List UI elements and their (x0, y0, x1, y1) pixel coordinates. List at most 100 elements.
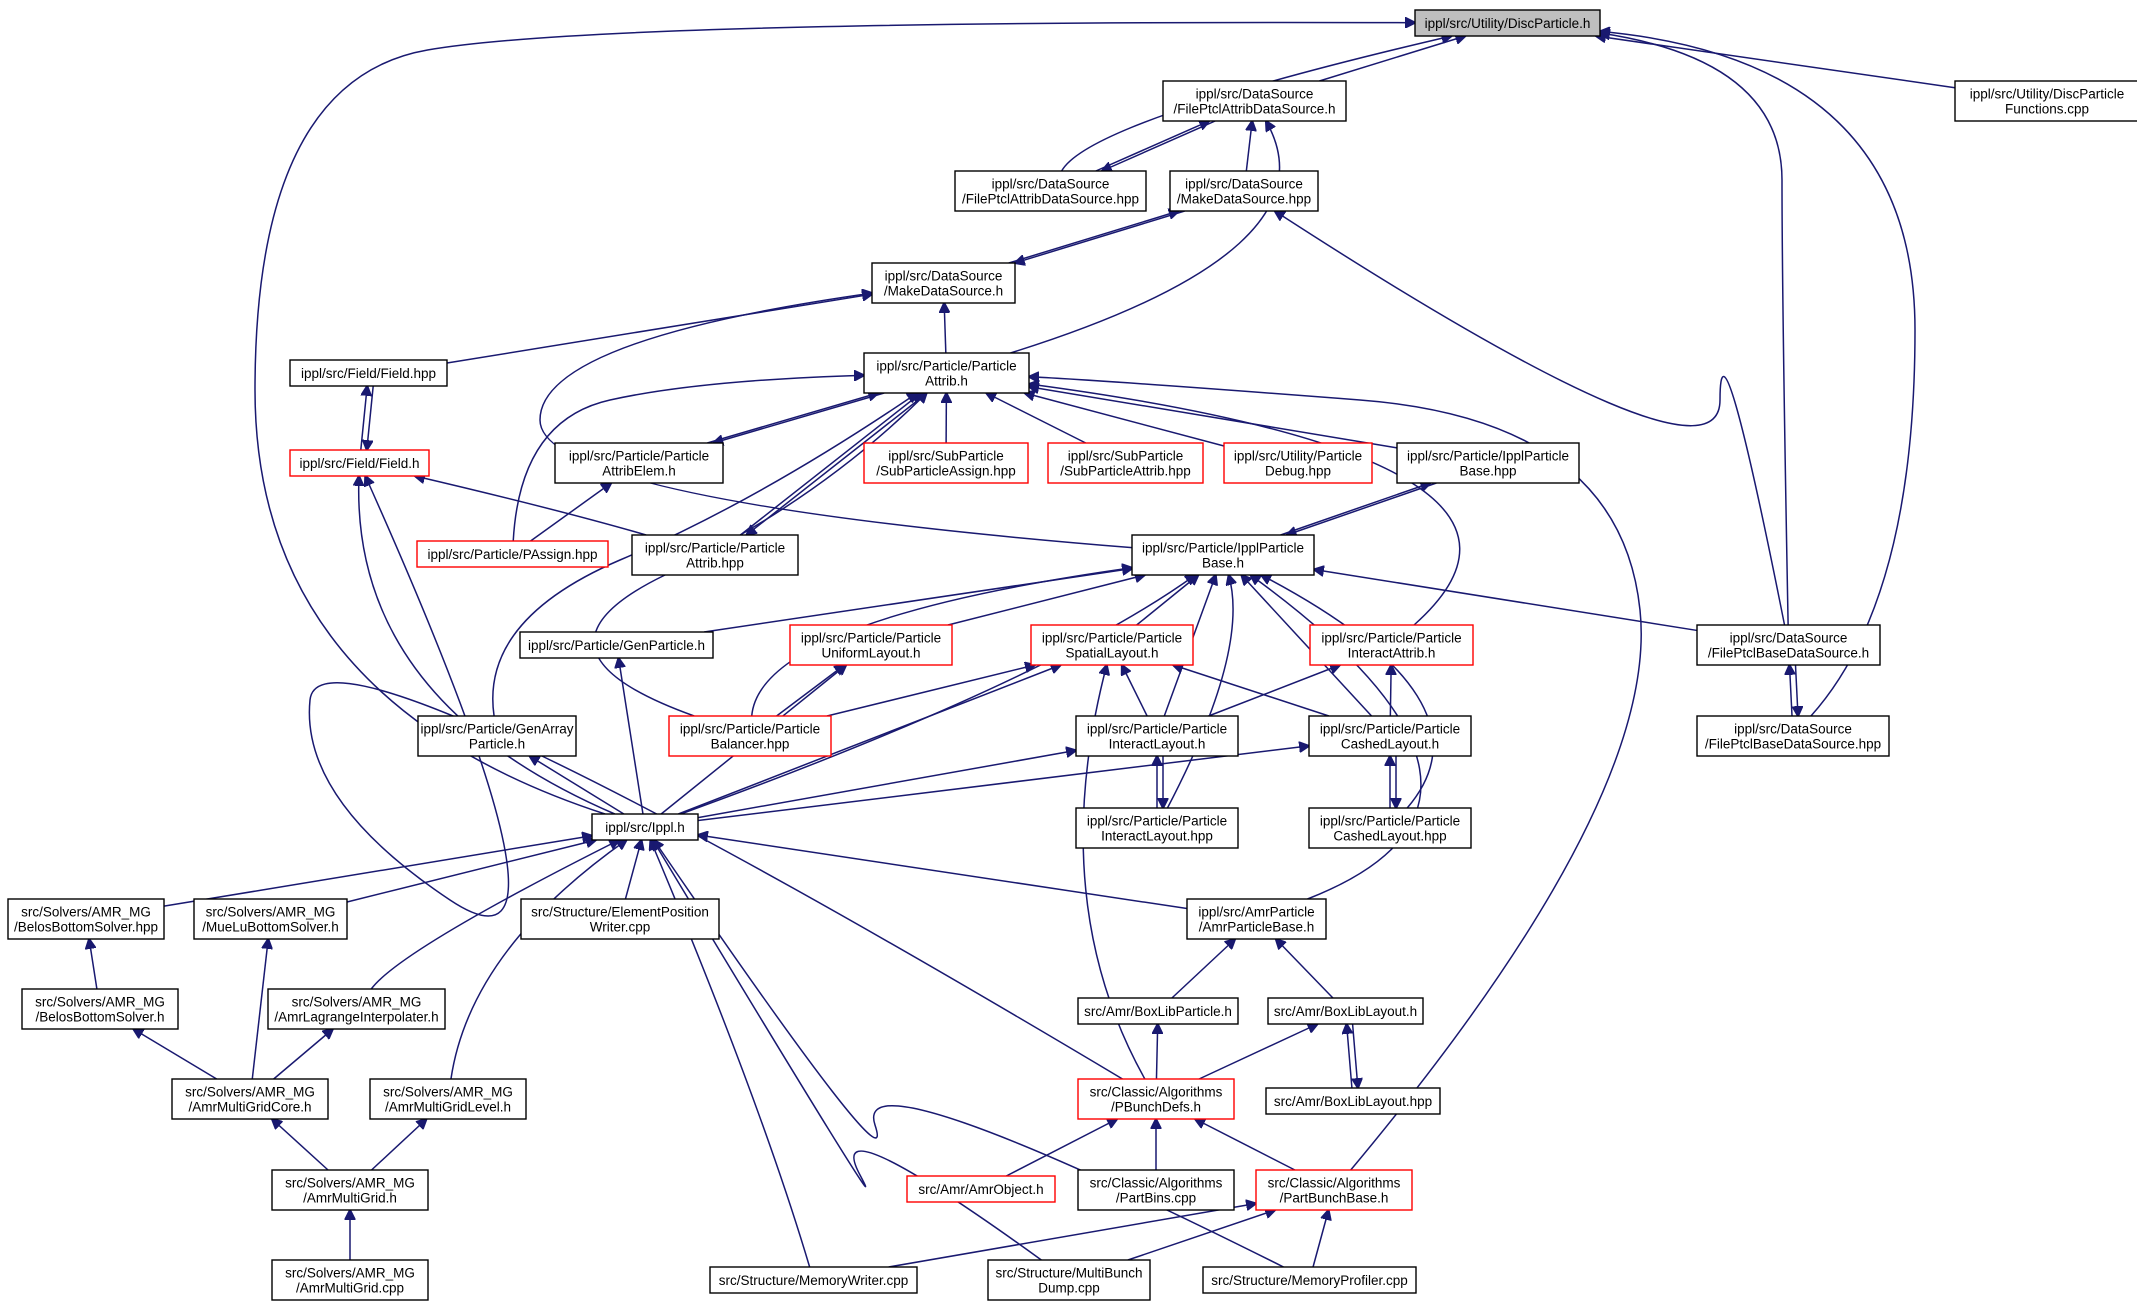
node-fpadsh[interactable]: ippl/src/DataSource/FilePtclAttribDataSo… (1162, 80, 1347, 122)
node-label: Base.hpp (1459, 464, 1516, 479)
node-boxliblh[interactable]: src/Amr/BoxLibLayout.h (1267, 997, 1424, 1025)
node-interlayouth[interactable]: ippl/src/Particle/ParticleInteractLayout… (1075, 715, 1239, 757)
edge-pattribelem-to-pattribh (707, 393, 878, 444)
node-box (863, 442, 1029, 484)
node-amrmgcore[interactable]: src/Solvers/AMR_MG/AmrMultiGridCore.h (171, 1078, 329, 1120)
node-fpbdsh[interactable]: ippl/src/DataSource/FilePtclBaseDataSour… (1696, 624, 1881, 666)
edge-partbunchbase-to-pbunchdefs (1195, 1119, 1296, 1171)
node-interattrib[interactable]: ippl/src/Particle/ParticleInteractAttrib… (1309, 624, 1474, 666)
node-box (271, 1169, 429, 1211)
node-label: ippl/src/Field/Field.hpp (301, 366, 436, 381)
node-pbunchdefs[interactable]: src/Classic/Algorithms/PBunchDefs.h (1077, 1078, 1235, 1120)
node-partbins[interactable]: src/Classic/Algorithms/PartBins.cpp (1077, 1169, 1235, 1211)
node-genparticle[interactable]: ippl/src/Particle/GenParticle.h (519, 631, 714, 659)
node-label: ippl/src/SubParticle (888, 449, 1004, 464)
node-muelu[interactable]: src/Solvers/AMR_MG/MueLuBottomSolver.h (193, 898, 348, 940)
node-box (1396, 442, 1580, 484)
edge-muelu-to-ippl (346, 840, 596, 903)
node-dpfunc[interactable]: ippl/src/Utility/DiscParticleFunctions.c… (1954, 80, 2137, 122)
node-label: src/Solvers/AMR_MG (21, 905, 151, 920)
node-ippl[interactable]: ippl/src/Ippl.h (591, 813, 699, 841)
node-label: AttribElem.h (602, 464, 676, 479)
edge-fpbdsh-to-disc (1600, 33, 1789, 626)
edge-ippl-to-genparticle (619, 658, 644, 815)
node-cachedhpp[interactable]: ippl/src/Particle/ParticleCashedLayout.h… (1308, 807, 1472, 849)
node-amrpbase[interactable]: ippl/src/AmrParticle/AmrParticleBase.h (1186, 898, 1327, 940)
node-label: ippl/src/Utility/Particle (1234, 449, 1362, 464)
node-label: Writer.cpp (590, 920, 651, 935)
node-box (271, 1259, 429, 1301)
node-box (1047, 442, 1204, 484)
node-mdshpp[interactable]: ippl/src/DataSource/MakeDataSource.hpp (1169, 170, 1319, 212)
node-amrmgcpp[interactable]: src/Solvers/AMR_MG/AmrMultiGrid.cpp (271, 1259, 429, 1301)
node-boxliblhpp[interactable]: src/Amr/BoxLibLayout.hpp (1265, 1087, 1441, 1115)
node-label: Balancer.hpp (711, 737, 790, 752)
node-fieldh[interactable]: ippl/src/Field/Field.h (289, 449, 430, 477)
node-pattribh[interactable]: ippl/src/Particle/ParticleAttrib.h (863, 352, 1030, 394)
node-uniform[interactable]: ippl/src/Particle/ParticleUniformLayout.… (789, 624, 953, 666)
edge-interlayouthpp-to-ipplbaseh (1166, 575, 1233, 809)
node-label: InteractAttrib.h (1348, 646, 1436, 661)
edge-pbunchdefs-to-boxlibp (1156, 1024, 1157, 1080)
node-label: /MakeDataSource.hpp (1177, 192, 1311, 207)
edge-ippl-to-disc (254, 22, 1415, 815)
node-amrmgh[interactable]: src/Solvers/AMR_MG/AmrMultiGrid.h (271, 1169, 429, 1211)
node-interlayouthpp[interactable]: ippl/src/Particle/ParticleInteractLayout… (1075, 807, 1239, 849)
node-label: ippl/src/Particle/GenParticle.h (528, 638, 705, 653)
node-belosbshpp[interactable]: src/Solvers/AMR_MG/BelosBottomSolver.hpp (7, 898, 165, 940)
edge-fpadsh-to-disc (1319, 36, 1465, 82)
node-label: src/Structure/MemoryProfiler.cpp (1211, 1273, 1408, 1288)
node-belosbsh[interactable]: src/Solvers/AMR_MG/BelosBottomSolver.h (21, 988, 179, 1030)
node-boxlibp[interactable]: src/Amr/BoxLibParticle.h (1077, 997, 1239, 1025)
node-amrlagr[interactable]: src/Solvers/AMR_MG/AmrLagrangeInterpolat… (267, 988, 446, 1030)
node-label: ippl/src/Particle/PAssign.hpp (427, 547, 597, 562)
node-partbunchbase[interactable]: src/Classic/Algorithms/PartBunchBase.h (1255, 1169, 1413, 1211)
edge-interattrib-to-pattribh (1029, 384, 1461, 626)
edge-partbunchbase-to-pattribh (1029, 377, 1642, 1171)
node-box (1077, 1169, 1235, 1211)
node-box (1696, 715, 1890, 757)
node-mdsh[interactable]: ippl/src/DataSource/MakeDataSource.h (871, 262, 1016, 304)
node-subassign[interactable]: ippl/src/SubParticle/SubParticleAssign.h… (863, 442, 1029, 484)
node-fieldhpp[interactable]: ippl/src/Field/Field.hpp (289, 359, 448, 387)
node-memwriter[interactable]: src/Structure/MemoryWriter.cpp (709, 1266, 918, 1294)
node-disc[interactable]: ippl/src/Utility/DiscParticle.h (1414, 9, 1601, 37)
node-label: src/Amr/AmrObject.h (918, 1182, 1043, 1197)
node-label: CashedLayout.hpp (1333, 829, 1446, 844)
node-amrmglevel[interactable]: src/Solvers/AMR_MG/AmrMultiGridLevel.h (369, 1078, 527, 1120)
node-passign[interactable]: ippl/src/Particle/PAssign.hpp (416, 540, 609, 568)
edge-amrmgcore-to-amrlagr (273, 1029, 333, 1080)
node-label: ippl/src/Particle/Particle (1087, 722, 1227, 737)
node-label: ippl/src/Particle/Particle (645, 541, 785, 556)
node-label: src/Solvers/AMR_MG (35, 995, 165, 1010)
node-fpadshpp[interactable]: ippl/src/DataSource/FilePtclAttribDataSo… (954, 170, 1147, 212)
node-box (1077, 1078, 1235, 1120)
node-label: src/Amr/BoxLibParticle.h (1084, 1004, 1232, 1019)
node-pattribhpp[interactable]: ippl/src/Particle/ParticleAttrib.hpp (631, 534, 799, 576)
edge-fpadshpp-to-fpadsh (1095, 121, 1209, 172)
node-label: UniformLayout.h (821, 646, 920, 661)
node-label: /SubParticleAttrib.hpp (1060, 464, 1191, 479)
node-memprof[interactable]: src/Structure/MemoryProfiler.cpp (1202, 1266, 1417, 1294)
node-amrobject[interactable]: src/Amr/AmrObject.h (906, 1175, 1056, 1203)
node-subattrib[interactable]: ippl/src/SubParticle/SubParticleAttrib.h… (1047, 442, 1204, 484)
node-spatial[interactable]: ippl/src/Particle/ParticleSpatialLayout.… (1030, 624, 1194, 666)
node-label: Base.h (1202, 556, 1244, 571)
edge-balancer-to-spatial (826, 665, 1035, 717)
edge-uniform-to-ipplbaseh (947, 575, 1145, 626)
node-fpbdshpp[interactable]: ippl/src/DataSource/FilePtclBaseDataSour… (1696, 715, 1890, 757)
edge-fpbdsh-to-mdshpp (1275, 211, 1786, 626)
node-box (520, 898, 720, 940)
node-box (193, 898, 348, 940)
node-label: ippl/src/Particle/Particle (876, 359, 1016, 374)
